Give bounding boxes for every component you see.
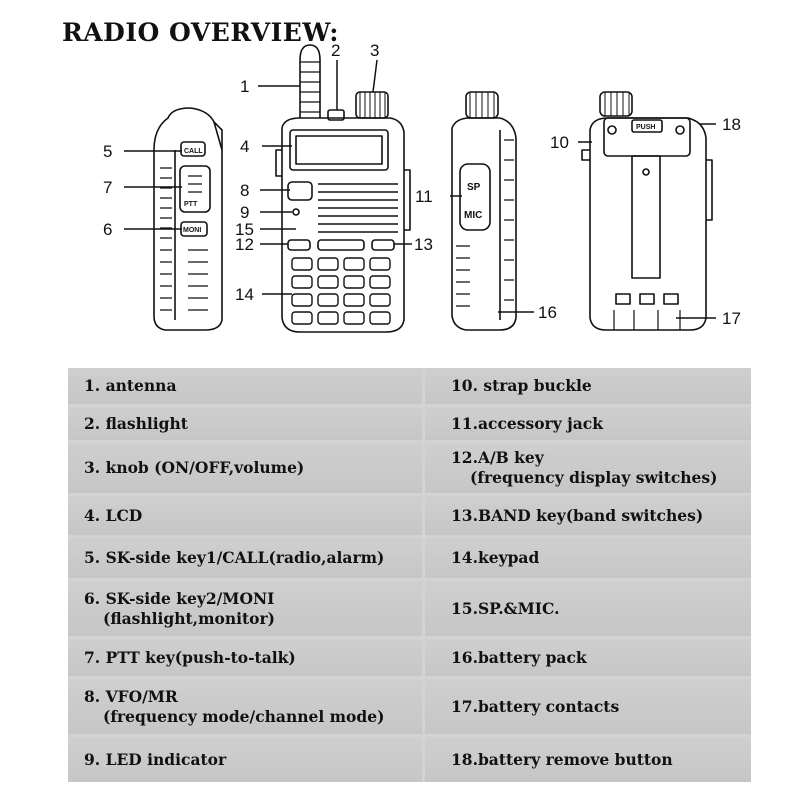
radio-back-view — [581, 91, 713, 331]
callout-7: 7 — [103, 178, 112, 197]
table-row: 6. SK-side key2/MONI (flashlight,monitor… — [68, 581, 751, 636]
part-label: 13.BAND key(band switches) — [451, 505, 704, 525]
callout-10: 10 — [550, 133, 569, 152]
part-label: 5. SK-side key1/CALL(radio,alarm) — [84, 548, 385, 567]
part-description: (flashlight,monitor) — [103, 608, 275, 628]
callout-12: 12 — [235, 235, 254, 254]
radio-side-view — [153, 107, 223, 331]
callout-18: 18 — [722, 115, 741, 134]
part-description: (frequency display switches) — [470, 468, 718, 487]
part-label: 4. LCD — [84, 505, 143, 525]
part-label: 2. flashlight — [84, 413, 188, 433]
callout-9: 9 — [240, 203, 249, 222]
part-cell: 5. SK-side key1/CALL(radio,alarm) — [68, 538, 422, 578]
part-label: 6. SK-side key2/MONI — [84, 588, 275, 608]
callout-3: 3 — [370, 41, 379, 60]
part-label: 18.battery remove button — [451, 749, 673, 769]
callout-6: 6 — [103, 220, 112, 239]
part-cell: 3. knob (ON/OFF,volume) — [68, 443, 422, 493]
parts-table: 1. antenna 10. strap buckle 2. flashligh… — [68, 368, 751, 782]
part-cell: 18.battery remove button — [425, 737, 751, 782]
callout-5: 5 — [103, 142, 112, 161]
table-row: 4. LCD 13.BAND key(band switches) — [68, 496, 751, 535]
part-label: 9. LED indicator — [84, 749, 227, 769]
radio-front-view — [275, 44, 411, 333]
callout-15: 15 — [235, 220, 254, 239]
callout-2: 2 — [331, 41, 340, 60]
table-row: 7. PTT key(push-to-talk) 16.battery pack — [68, 639, 751, 676]
table-row: 9. LED indicator 18.battery remove butto… — [68, 737, 751, 782]
part-label: 11.accessory jack — [451, 413, 603, 433]
part-cell: 16.battery pack — [425, 639, 751, 676]
callout-1: 1 — [240, 77, 249, 96]
table-row: 1. antenna 10. strap buckle — [68, 368, 751, 404]
part-label: 8. VFO/MR — [84, 686, 178, 706]
callout-4: 4 — [240, 137, 249, 156]
part-cell: 2. flashlight — [68, 407, 422, 440]
page-title: RADIO OVERVIEW: — [62, 18, 339, 47]
callout-14: 14 — [235, 285, 254, 304]
callout-11: 11 — [415, 187, 433, 206]
part-cell: 9. LED indicator — [68, 737, 422, 782]
part-label: 1. antenna — [84, 376, 177, 395]
part-label: 7. PTT key(push-to-talk) — [84, 647, 296, 667]
callout-16: 16 — [538, 303, 557, 322]
table-row: 5. SK-side key1/CALL(radio,alarm) 14.key… — [68, 538, 751, 578]
call-key-label: CALL — [184, 148, 203, 155]
part-cell: 1. antenna — [68, 368, 422, 404]
part-label: 10. strap buckle — [451, 376, 592, 395]
part-cell: 4. LCD — [68, 496, 422, 535]
table-row: 2. flashlight 11.accessory jack — [68, 407, 751, 440]
part-cell: 8. VFO/MR (frequency mode/channel mode) — [68, 679, 422, 734]
table-row: 3. knob (ON/OFF,volume) 12.A/B key (freq… — [68, 443, 751, 493]
ptt-key-label: PTT — [184, 201, 198, 208]
part-cell: 7. PTT key(push-to-talk) — [68, 639, 422, 676]
part-label: 17.battery contacts — [451, 696, 620, 716]
part-label: 16.battery pack — [451, 647, 587, 667]
part-cell: 17.battery contacts — [425, 679, 751, 734]
sp-label: SP — [467, 182, 481, 193]
part-cell: 15.SP.&MIC. — [425, 581, 751, 636]
callout-13: 13 — [414, 235, 433, 254]
part-cell: 6. SK-side key2/MONI (flashlight,monitor… — [68, 581, 422, 636]
mic-label: MIC — [464, 210, 482, 221]
part-label: 3. knob (ON/OFF,volume) — [84, 458, 305, 477]
callout-17: 17 — [722, 309, 741, 328]
table-row: 8. VFO/MR (frequency mode/channel mode) … — [68, 679, 751, 734]
part-cell: 10. strap buckle — [425, 368, 751, 404]
part-cell: 14.keypad — [425, 538, 751, 578]
part-label: 15.SP.&MIC. — [451, 598, 560, 618]
part-cell: 11.accessory jack — [425, 407, 751, 440]
callout-leaders — [124, 59, 716, 319]
part-cell: 13.BAND key(band switches) — [425, 496, 751, 535]
push-button-label: PUSH — [636, 124, 655, 131]
moni-key-label: MONI — [183, 227, 201, 234]
callout-8: 8 — [240, 181, 249, 200]
radio-other-side-view — [451, 91, 517, 331]
radio-diagram: CALL PTT MONI SP MIC PUSH 1 2 3 4 5 6 7 … — [103, 41, 741, 333]
part-label: 12.A/B key — [451, 448, 544, 467]
part-cell: 12.A/B key (frequency display switches) — [425, 443, 751, 493]
part-description: (frequency mode/channel mode) — [103, 706, 385, 726]
part-label: 14.keypad — [451, 548, 540, 567]
